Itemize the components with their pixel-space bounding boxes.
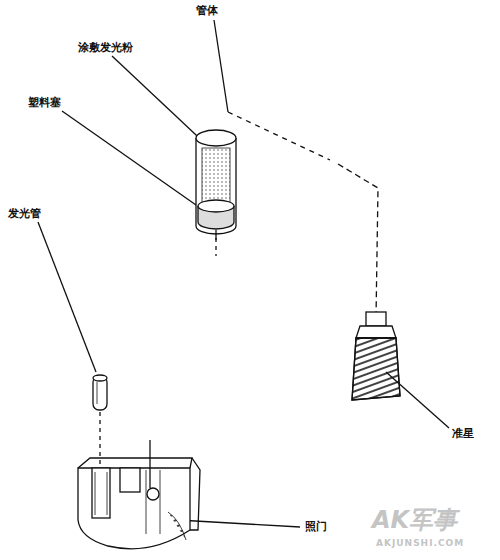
- part-label: 照门: [305, 520, 327, 533]
- watermark: AK军事: [372, 506, 457, 535]
- part-label: 涂敷发光粉: [78, 41, 133, 54]
- part-label: 准星: [452, 427, 474, 440]
- part-label: 管体: [196, 4, 218, 17]
- watermark: AKJUNSHI.COM: [376, 538, 464, 549]
- part-label: 塑料塞: [28, 96, 61, 109]
- part-label: 发光管: [8, 207, 41, 220]
